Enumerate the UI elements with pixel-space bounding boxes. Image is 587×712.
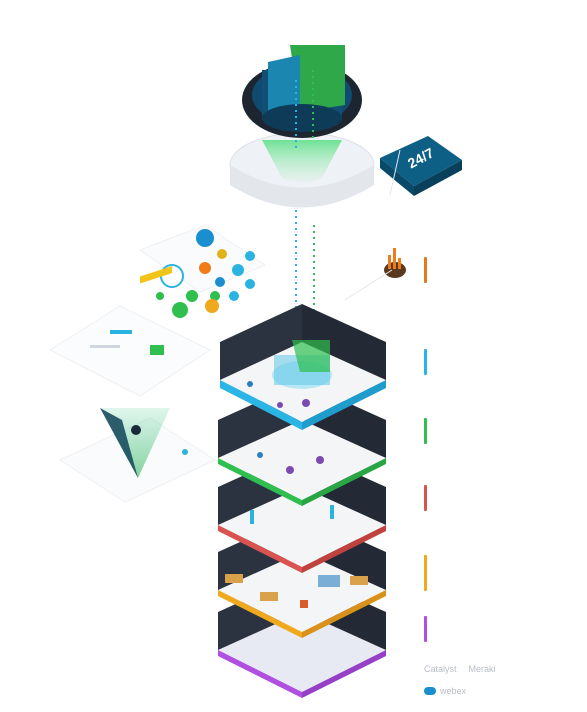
brand-catalyst: Catalyst	[424, 664, 457, 674]
dashboard-panel	[48, 266, 212, 397]
brand-row: Catalyst Meraki	[424, 664, 496, 674]
callout-connectors	[344, 149, 401, 301]
callout-blue	[424, 349, 555, 375]
callout-bar	[424, 616, 427, 642]
brand-webex-row: webex	[424, 686, 466, 696]
brand-webex: webex	[440, 686, 467, 696]
analytics-icon	[384, 248, 406, 278]
badge-24-7	[380, 136, 462, 196]
layer-blue	[220, 304, 386, 430]
callout-red	[424, 485, 555, 511]
callout-bar	[424, 485, 427, 511]
map-panel	[58, 408, 217, 503]
callout-bar	[424, 349, 427, 375]
callout-purple	[424, 616, 555, 642]
callout-analytics	[424, 257, 555, 283]
callout-green	[424, 418, 555, 444]
devices-panel	[138, 224, 267, 318]
cloud-top	[229, 45, 375, 208]
callout-orange	[424, 555, 555, 591]
webex-icon	[424, 687, 436, 695]
callout-bar	[424, 257, 427, 283]
brand-meraki: Meraki	[468, 664, 496, 674]
callout-bar	[424, 418, 427, 444]
callout-bar	[424, 555, 427, 591]
